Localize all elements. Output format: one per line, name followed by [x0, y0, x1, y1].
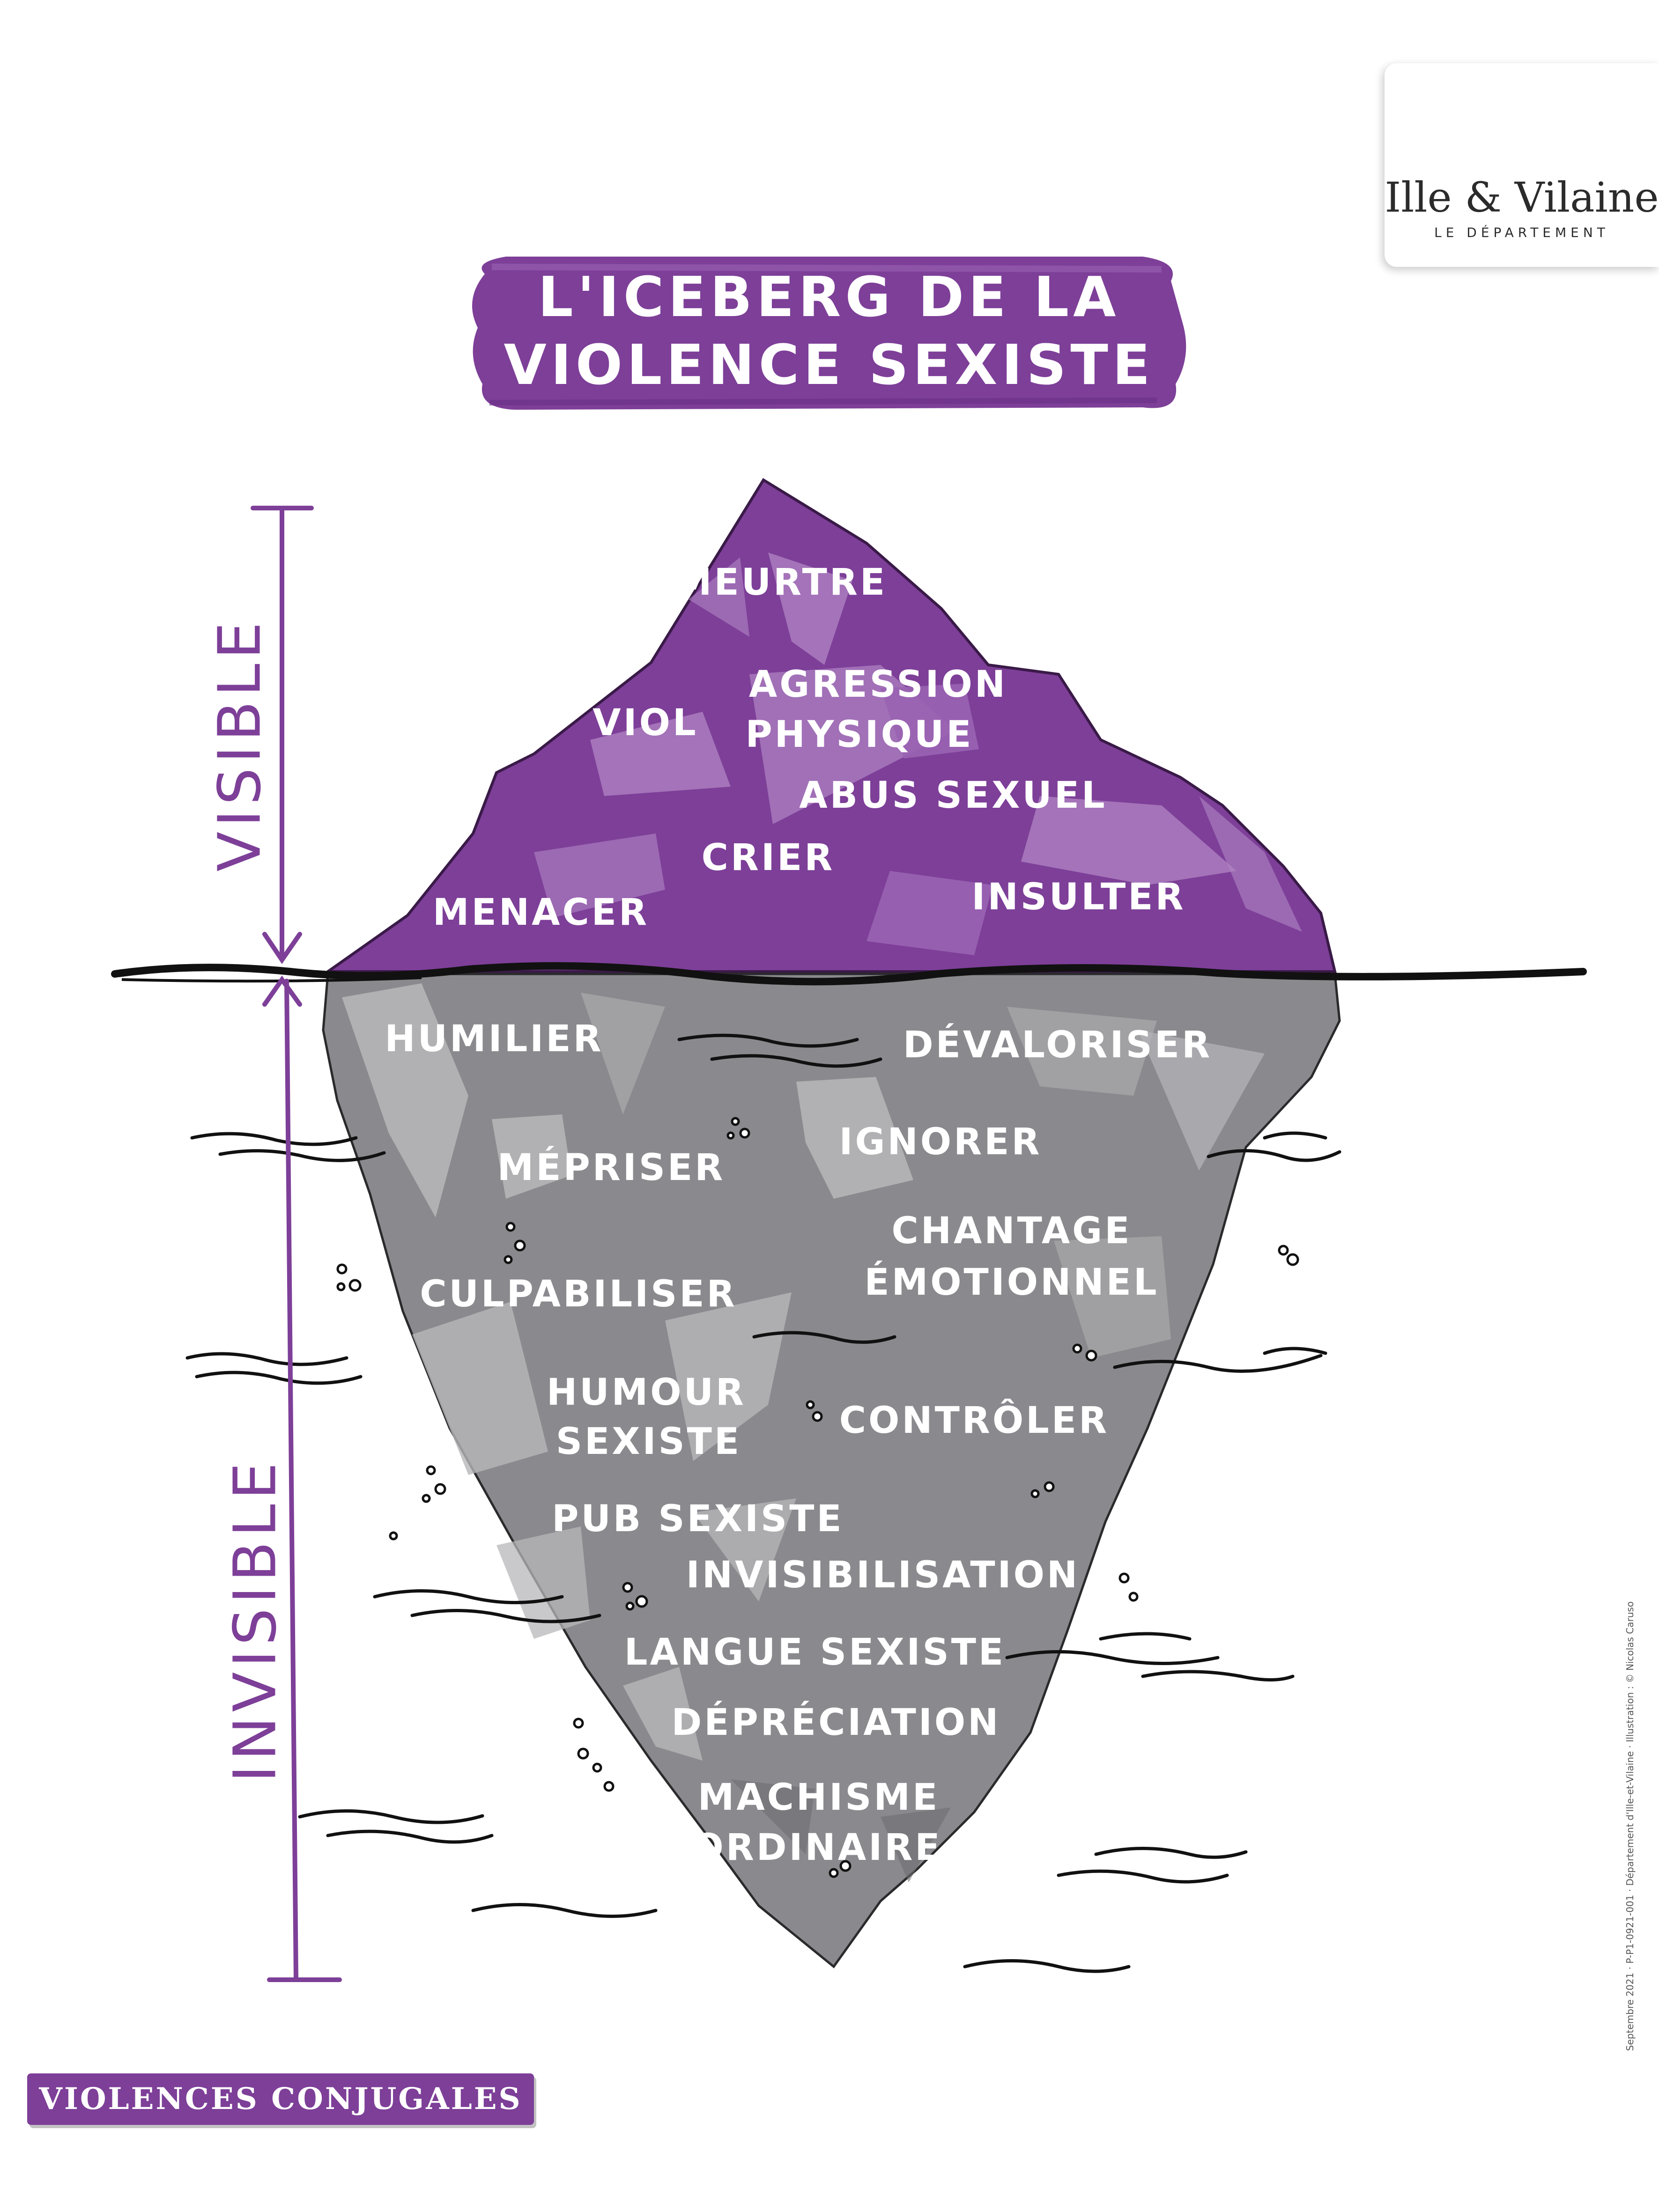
wave-lines	[185, 1033, 1341, 1973]
invisible-axis-label: INVISIBLE	[221, 1458, 289, 1783]
label-menacer: MENACER	[432, 892, 650, 934]
bubbles	[336, 1117, 1299, 1878]
badge-text: VIOLENCES CONJUGALES	[39, 2081, 522, 2116]
poster-title: L'ICEBERG DE LA VIOLENCE SEXISTE	[468, 251, 1190, 412]
logo-name: Ille & Vilaine	[1385, 173, 1659, 221]
label-invisibilisation: INVISIBILISATION	[686, 1554, 1080, 1596]
visible-axis-label: VISIBLE	[206, 617, 274, 872]
label-humour-line2: SEXISTE	[555, 1421, 742, 1463]
label-insulter: INSULTER	[971, 876, 1186, 918]
label-mepriser: MÉPRISER	[497, 1147, 726, 1189]
label-depreciation: DÉPRÉCIATION	[671, 1702, 1001, 1744]
label-agression-line1: AGRESSION	[748, 664, 1008, 706]
label-abus-sexuel: ABUS SEXUEL	[799, 774, 1107, 817]
title-brush-background	[472, 257, 1186, 410]
label-devaloriser: DÉVALORISER	[903, 1024, 1213, 1066]
department-logo-card: Ille & Vilaine LE DÉPARTEMENT	[1385, 63, 1659, 267]
logo-subtitle: LE DÉPARTEMENT	[1434, 225, 1609, 240]
label-culpabiliser: CULPABILISER	[420, 1273, 737, 1315]
iceberg-invisible-body	[322, 973, 1341, 1969]
label-chantage-line2: ÉMOTIONNEL	[864, 1261, 1159, 1304]
label-meurtre: MEURTRE	[675, 561, 888, 604]
title-line-1: L'ICEBERG DE LA	[538, 265, 1120, 329]
label-controler: CONTRÔLER	[839, 1400, 1110, 1442]
illustration-credit: Septembre 2021 · P-P1-0921-001 · Départe…	[1624, 1601, 1636, 2051]
label-humilier: HUMILIER	[385, 1018, 604, 1060]
label-viol: VIOL	[592, 702, 698, 744]
label-agression-line2: PHYSIQUE	[745, 714, 974, 756]
label-humour-line1: HUMOUR	[547, 1371, 746, 1414]
label-machisme-line1: MACHISME	[697, 1777, 940, 1819]
label-pub-sexiste: PUB SEXISTE	[552, 1498, 844, 1540]
label-crier: CRIER	[701, 837, 835, 879]
violences-conjugales-badge: VIOLENCES CONJUGALES	[27, 2073, 534, 2125]
label-ignorer: IGNORER	[839, 1121, 1042, 1163]
label-langue-sexiste: LANGUE SEXISTE	[624, 1631, 1006, 1674]
label-chantage-line1: CHANTAGE	[891, 1210, 1132, 1252]
title-line-2: VIOLENCE SEXISTE	[504, 332, 1155, 397]
label-machisme-line2: ORDINAIRE	[692, 1827, 942, 1869]
water-surface-line	[111, 962, 1587, 986]
visibility-scale	[251, 506, 342, 1982]
